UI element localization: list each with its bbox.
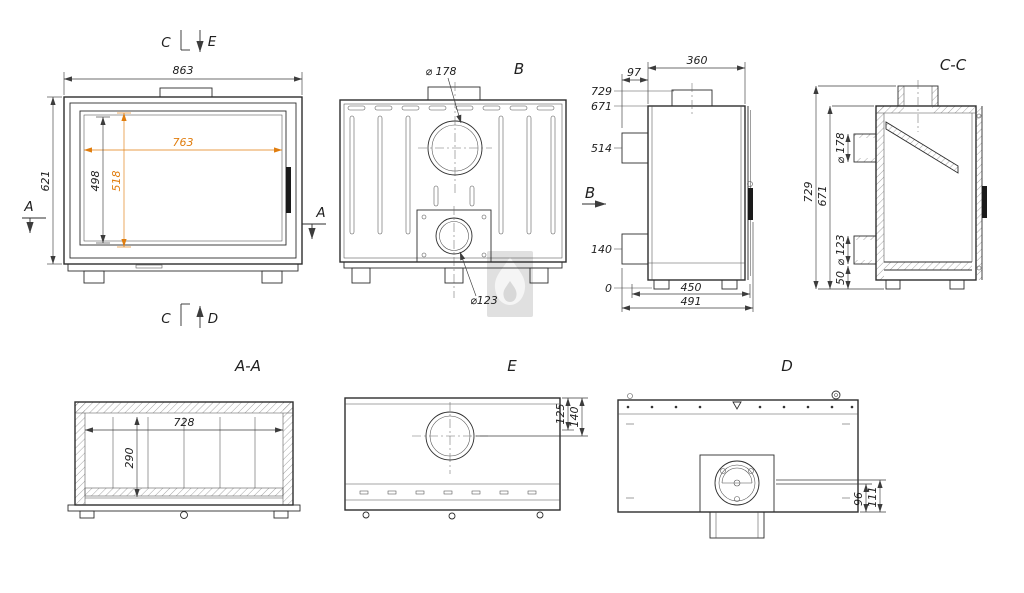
rear-view: ⌀ 178 B ⌀123 (339, 60, 567, 307)
section-c-top-label: C (161, 35, 171, 51)
cc-dim-50-text: 50 (834, 271, 847, 285)
d-dim-111-text: 111 (866, 487, 879, 508)
view-d-bottom: 96 111 D (617, 357, 886, 539)
damper-panel (699, 454, 775, 513)
aa-dim-728: 728 (84, 416, 284, 433)
lower-stub-section (853, 235, 877, 265)
section-marker-c-top: C (161, 30, 190, 51)
dim-491: 491 (621, 222, 754, 312)
e-dim-125-text: 125 (554, 404, 567, 425)
section-aa-label: A-A (234, 357, 261, 375)
view-d-bottom-label: D (208, 311, 218, 327)
aa-dim-728-text: 728 (174, 416, 195, 429)
door-handle-side (748, 188, 753, 220)
dim-flue-178: ⌀ 178 (425, 65, 462, 124)
aa-dim-290-text: 290 (123, 448, 136, 469)
section-cc-view: 729 671 ⌀ 178 ⌀ 123 50 C-C (802, 56, 987, 290)
door-handle (286, 167, 291, 213)
section-cc-label: C-C (940, 56, 967, 74)
dim-450: 450 (631, 281, 751, 298)
ord-671-text: 671 (591, 100, 612, 113)
dim-621-text: 621 (39, 171, 52, 192)
dim-glass-height-498: 498 (89, 116, 110, 244)
datum-triangle (732, 401, 742, 410)
door-handle-section (982, 186, 987, 218)
dim-depth-360: 360 (647, 54, 746, 104)
inlet-duct (709, 511, 765, 539)
ordinate-heights: 729 671 514 140 0 (591, 85, 674, 295)
cc-dim-671-text: 671 (816, 186, 829, 207)
eyelet-icon (831, 390, 841, 400)
section-aa-view: 728 290 A-A (67, 357, 301, 519)
side-body (621, 83, 753, 290)
dim-stub-97: 97 (621, 66, 649, 128)
damper-circle (714, 460, 760, 506)
section-marker-c-bottom: C (161, 303, 190, 327)
upper-stub (621, 132, 649, 164)
dim-518-text: 518 (110, 171, 123, 192)
cc-dim-729-text: 729 (802, 182, 815, 203)
watermark-logo (487, 251, 533, 317)
flame-inner-icon (503, 281, 517, 302)
dim-inlet-123-text: ⌀123 (470, 294, 498, 307)
cc-dim-671: 671 (816, 105, 874, 290)
cc-dim-inlet-123: ⌀ 123 (834, 234, 851, 266)
side-view: 360 97 729 671 514 140 0 B 450 (582, 54, 754, 312)
dim-491-text: 491 (681, 295, 702, 308)
dim-450-text: 450 (681, 281, 702, 294)
dim-width-863: 863 (63, 64, 303, 95)
view-marker-e-top: E (196, 30, 217, 53)
dim-height-621: 621 (39, 96, 62, 265)
dim-360-text: 360 (687, 54, 708, 67)
upper-stub-section (853, 133, 877, 163)
cc-dim-50: 50 (834, 265, 851, 290)
dim-97-text: 97 (627, 66, 641, 79)
d-dim-96-text: 96 (852, 492, 865, 506)
view-marker-d-bottom: D (196, 305, 218, 328)
view-marker-b: B (582, 184, 607, 208)
dim-763-text: 763 (173, 136, 194, 149)
cc-dim-flue-178: ⌀ 178 (834, 132, 851, 164)
view-e-top-label: E (208, 34, 217, 50)
ord-140-text: 140 (591, 243, 612, 256)
ord-0-text: 0 (605, 282, 612, 295)
e-dim-140-text: 140 (568, 407, 581, 428)
ord-514-text: 514 (591, 142, 612, 155)
cc-dim-123-text: ⌀ 123 (834, 234, 847, 265)
front-body (63, 87, 303, 284)
ord-729-text: 729 (591, 85, 612, 98)
cc-dim-178-text: ⌀ 178 (834, 132, 847, 163)
dim-glass-width-763: 763 (83, 136, 283, 153)
view-d-label: D (781, 357, 793, 375)
section-a-left-label: A (23, 199, 33, 215)
rear-body (339, 82, 567, 298)
dim-inlet-123: ⌀123 (459, 251, 498, 307)
dim-498-text: 498 (89, 171, 102, 192)
aa-dim-290: 290 (123, 416, 140, 498)
d-dim-111: 111 (776, 479, 886, 513)
cc-body (853, 80, 987, 290)
e-dim-140: 140 (476, 397, 588, 437)
view-e-label: E (507, 357, 517, 375)
e-body (344, 397, 561, 520)
section-c-bottom-label: C (161, 311, 171, 327)
section-a-right-label: A (315, 205, 325, 221)
view-b-arrow-label: B (585, 184, 595, 202)
view-e-top: 125 140 E (344, 357, 588, 520)
rear-view-label: B (514, 60, 524, 78)
section-marker-a-left: A (22, 199, 46, 234)
dim-flue-178-text: ⌀ 178 (425, 65, 456, 78)
front-view: 863 621 763 498 518 C (22, 30, 326, 328)
dim-door-height-518: 518 (110, 112, 131, 248)
section-marker-a-right: A (302, 205, 326, 240)
dim-863-text: 863 (173, 64, 194, 77)
lower-stub (621, 233, 649, 265)
baffle-plate (885, 121, 959, 174)
d-body (617, 390, 859, 539)
